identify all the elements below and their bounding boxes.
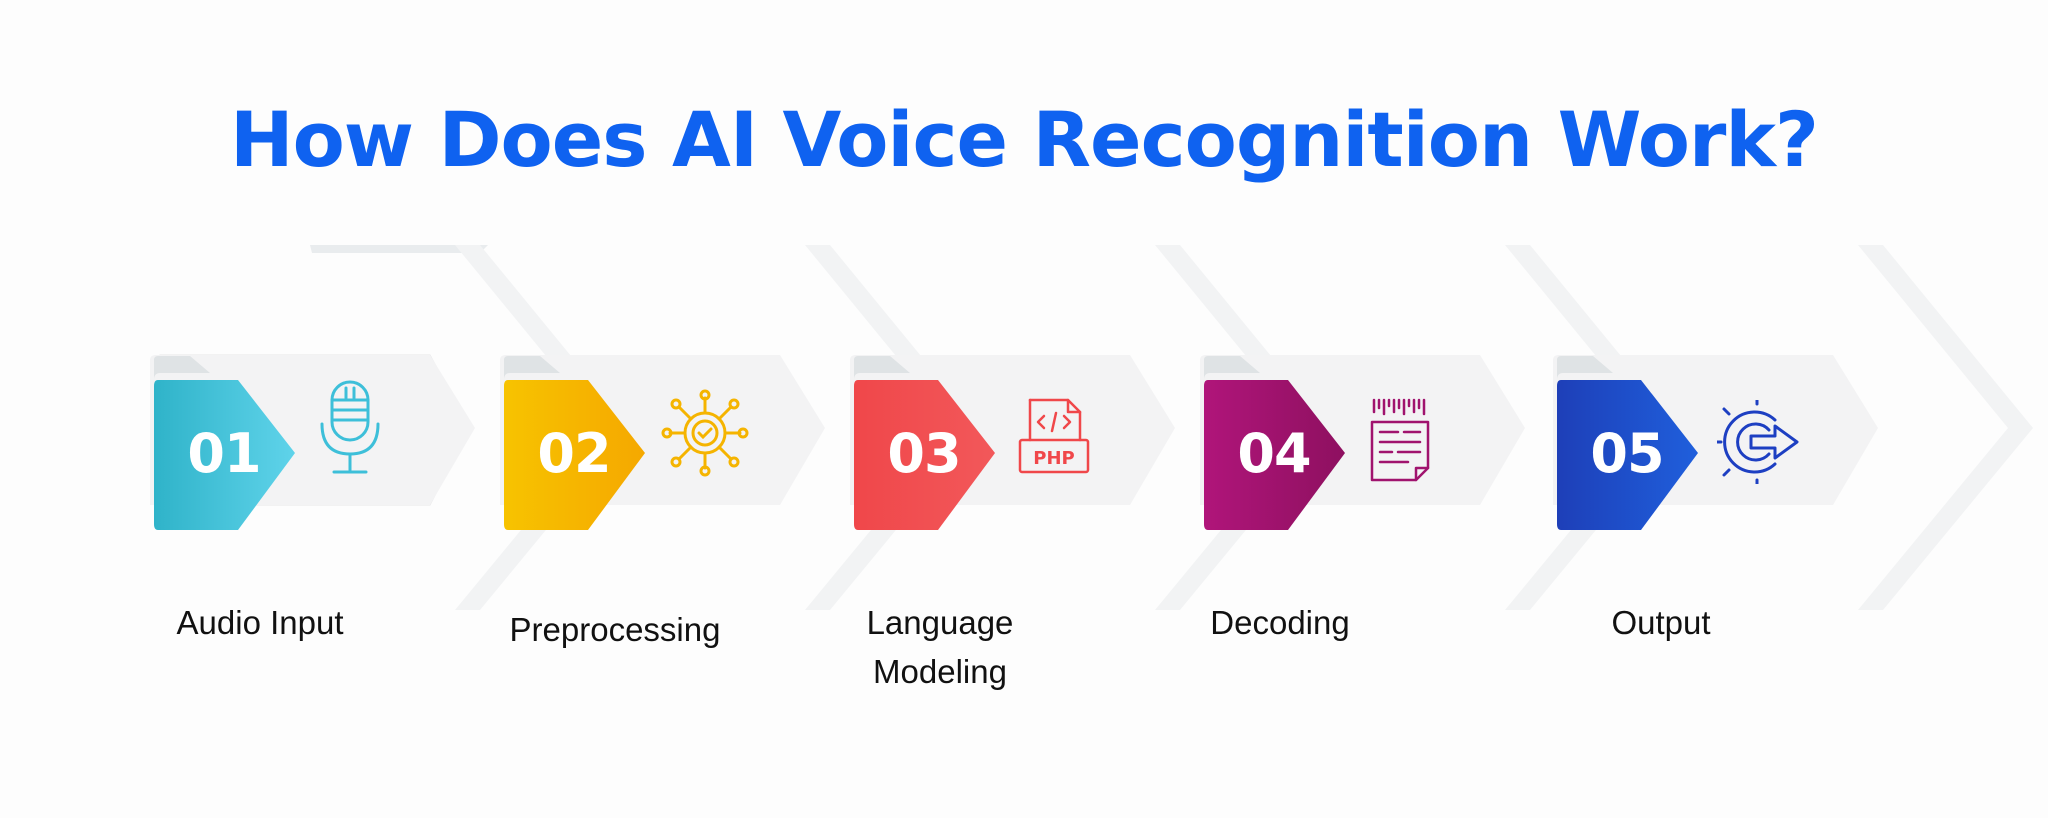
gear-check-icon	[660, 388, 750, 478]
page-title: How Does AI Voice Recognition Work?	[229, 95, 1819, 184]
step-5: 05 Output	[1553, 0, 2033, 818]
microphone-icon	[300, 378, 400, 478]
step-4-number: 04	[1237, 422, 1311, 485]
step-2-number: 02	[537, 422, 611, 485]
barcode-document-icon	[1368, 398, 1432, 482]
step-3-number: 03	[887, 422, 961, 485]
gear-arrow-out-icon	[1713, 397, 1801, 487]
step-5-number: 05	[1590, 422, 1664, 485]
step-5-label: Output	[1611, 604, 1711, 641]
step-5-chevron	[1553, 245, 2033, 610]
step-1-label: Audio Input	[176, 604, 344, 641]
php-file-icon: PHP	[1018, 398, 1090, 474]
step-1-number: 01	[187, 422, 261, 485]
svg-text:PHP: PHP	[1033, 448, 1074, 469]
step-2-label: Preprocessing	[509, 611, 721, 648]
step-4-label: Decoding	[1210, 604, 1350, 641]
step-3-label: Language Modeling	[866, 604, 1014, 690]
